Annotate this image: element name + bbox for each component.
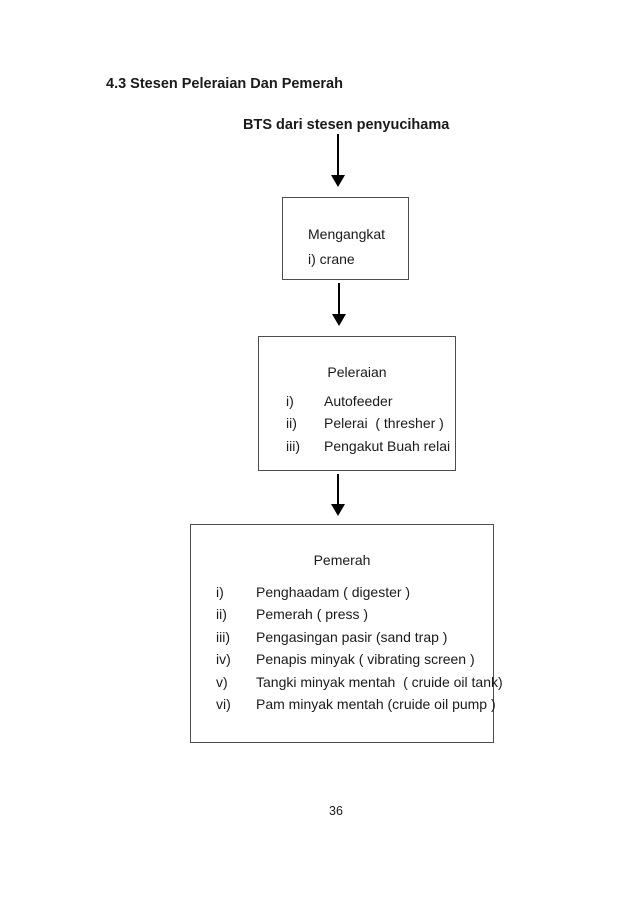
arrow-head bbox=[332, 314, 346, 326]
list-item: i) Autofeeder bbox=[286, 390, 455, 412]
list-item: iii) Pengasingan pasir (sand trap ) bbox=[216, 626, 493, 648]
arrow-head bbox=[331, 175, 345, 187]
page-number: 36 bbox=[329, 804, 343, 818]
list-item: i) Penghaadam ( digester ) bbox=[216, 581, 493, 603]
flowchart-source-label: BTS dari stesen penyucihama bbox=[243, 117, 450, 133]
list-item: ii) Pelerai ( thresher ) bbox=[286, 412, 455, 434]
item-numeral: iv) bbox=[216, 651, 231, 668]
item-text: Tangki minyak mentah ( cruide oil tank) bbox=[256, 673, 503, 690]
item-numeral: ii) bbox=[216, 606, 227, 623]
box-title: Pemerah bbox=[313, 552, 371, 568]
item-text: Autofeeder bbox=[324, 393, 393, 409]
item-numeral: v) bbox=[216, 673, 228, 690]
box-line: i) crane bbox=[308, 251, 355, 267]
box-item-list: i) Autofeeder ii) Pelerai ( thresher ) i… bbox=[259, 390, 455, 457]
item-text: Pengasingan pasir (sand trap ) bbox=[256, 628, 448, 645]
down-arrow-icon bbox=[331, 134, 345, 187]
item-numeral: i) bbox=[286, 393, 294, 409]
flowchart-box-peleraian: Peleraian i) Autofeeder ii) Pelerai ( th… bbox=[258, 336, 456, 471]
item-text: Penghaadam ( digester ) bbox=[256, 584, 411, 600]
item-text: Pengakut Buah relai bbox=[324, 437, 451, 454]
item-numeral: ii) bbox=[286, 415, 297, 432]
section-heading: 4.3 Stesen Peleraian Dan Pemerah bbox=[106, 76, 343, 92]
arrow-head bbox=[331, 504, 345, 516]
arrow-stem bbox=[337, 134, 339, 175]
box-title: Peleraian bbox=[327, 364, 387, 380]
box-line: Mengangkat bbox=[308, 226, 386, 242]
item-text: Pam minyak mentah (cruide oil pump ) bbox=[256, 696, 496, 713]
flowchart-box-pemerah: Pemerah i) Penghaadam ( digester ) ii) P… bbox=[190, 524, 503, 743]
list-item: v) Tangki minyak mentah ( cruide oil tan… bbox=[216, 671, 503, 693]
arrow-stem bbox=[338, 283, 340, 314]
item-numeral: i) bbox=[216, 584, 224, 600]
list-item: iv) Penapis minyak ( vibrating screen ) bbox=[216, 648, 493, 670]
list-item: ii) Pemerah ( press ) bbox=[216, 603, 493, 625]
flowchart-box-mengangkat: Mengangkat i) crane bbox=[282, 197, 409, 280]
item-numeral: vi) bbox=[216, 696, 231, 713]
item-text: Penapis minyak ( vibrating screen ) bbox=[256, 651, 475, 668]
item-numeral: iii) bbox=[216, 628, 230, 645]
list-item: vi) Pam minyak mentah (cruide oil pump ) bbox=[216, 693, 496, 715]
item-numeral: iii) bbox=[286, 437, 300, 454]
down-arrow-icon bbox=[332, 283, 346, 326]
item-text: Pelerai ( thresher ) bbox=[324, 415, 444, 432]
down-arrow-icon bbox=[331, 474, 345, 516]
arrow-stem bbox=[337, 474, 339, 504]
box-item-list: i) Penghaadam ( digester ) ii) Pemerah (… bbox=[191, 581, 503, 715]
item-text: Pemerah ( press ) bbox=[256, 606, 369, 623]
list-item: iii) Pengakut Buah relai bbox=[286, 435, 455, 457]
